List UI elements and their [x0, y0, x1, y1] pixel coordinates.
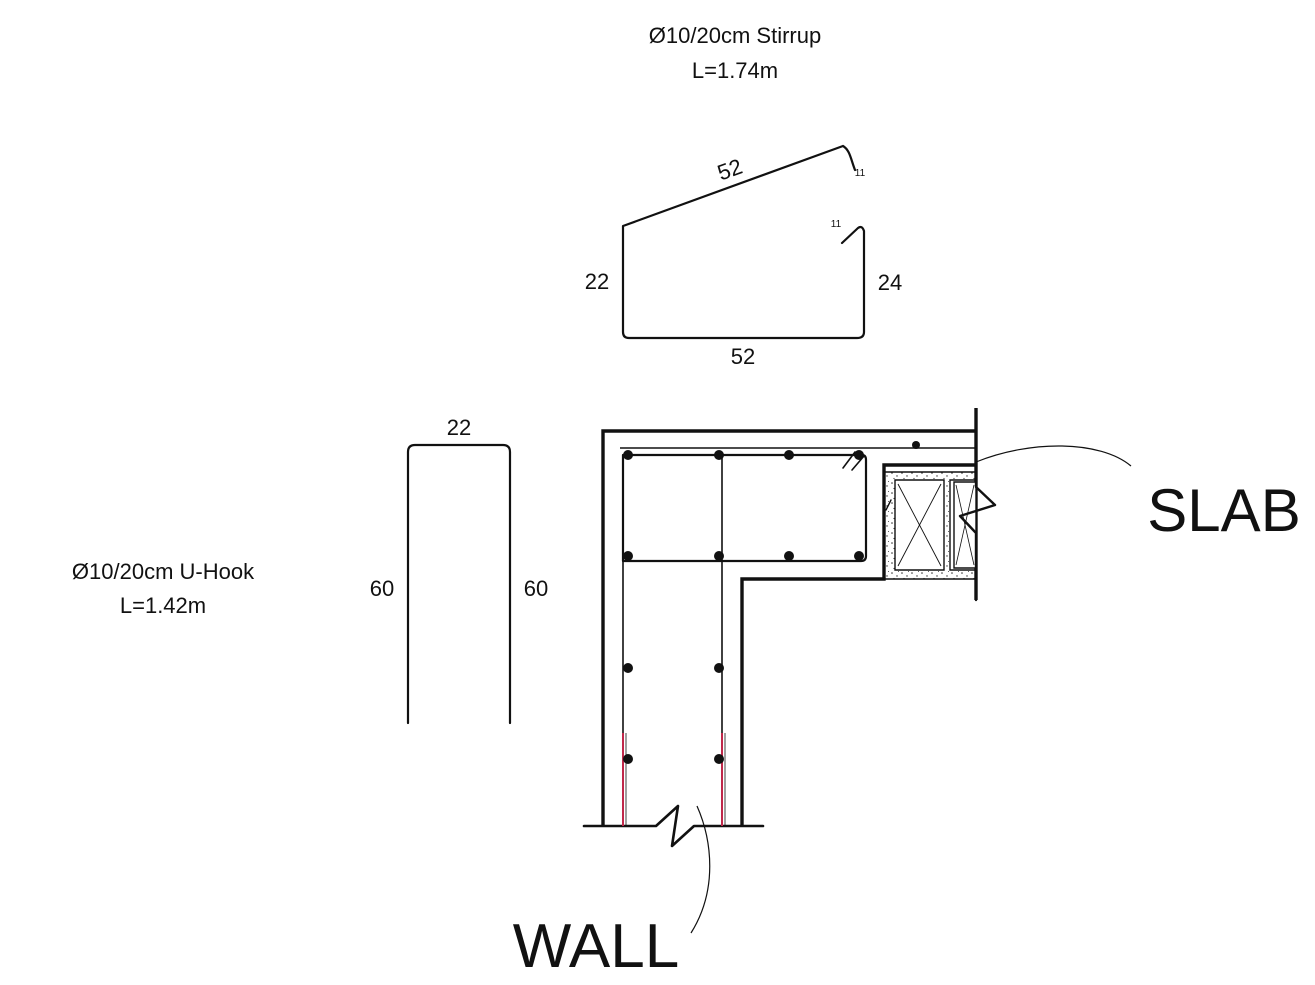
stirrup-title: Ø10/20cm Stirrup — [649, 23, 821, 48]
rebar-dots — [623, 441, 920, 764]
slab-joint-cross-b — [897, 483, 942, 567]
stirrup-top-dim: 52 — [714, 154, 746, 186]
rebar-dot — [714, 754, 724, 764]
rebar-dot — [912, 441, 920, 449]
wall-label: WALL — [513, 912, 680, 981]
uhook-bar-shape — [406, 443, 512, 725]
wall-break-line — [582, 804, 765, 848]
wall-leader-line — [690, 805, 711, 934]
slab-leader-line — [975, 445, 1132, 467]
stirrup-left-dim: 22 — [585, 269, 609, 294]
stirrup-hook-b: 11 — [831, 219, 842, 230]
slab-joint-notch — [885, 499, 892, 511]
beam-stirrup-section — [621, 453, 868, 563]
slab-label: SLAB — [1147, 477, 1300, 544]
rebar-dot — [714, 450, 724, 460]
rebar-dot — [854, 450, 864, 460]
slab-zigzag-break — [958, 468, 997, 602]
rebar-dot — [784, 450, 794, 460]
uhook-right-dim: 60 — [524, 576, 548, 601]
uhook-length: L=1.42m — [120, 593, 206, 618]
rebar-dot — [623, 663, 633, 673]
rebar-dot — [623, 551, 633, 561]
stirrup-length: L=1.74m — [692, 58, 778, 83]
stirrup-bar-shape — [621, 144, 866, 340]
stirrup-right-dim: 24 — [878, 270, 902, 295]
rebar-dot — [623, 450, 633, 460]
uhook-title: Ø10/20cm U-Hook — [72, 559, 255, 584]
rebar-dot — [714, 663, 724, 673]
slab-joint-small-cross-b — [955, 484, 975, 566]
uhook-top-dim: 22 — [447, 415, 471, 440]
concrete-outline-outer — [601, 429, 976, 826]
stirrup-bottom-dim: 52 — [731, 344, 755, 369]
rebar-dot — [714, 551, 724, 561]
uhook-left-dim: 60 — [370, 576, 394, 601]
rebar-dot — [854, 551, 864, 561]
rebar-dot — [784, 551, 794, 561]
rebar-dot — [623, 754, 633, 764]
stirrup-hook-a: 11 — [855, 168, 866, 179]
